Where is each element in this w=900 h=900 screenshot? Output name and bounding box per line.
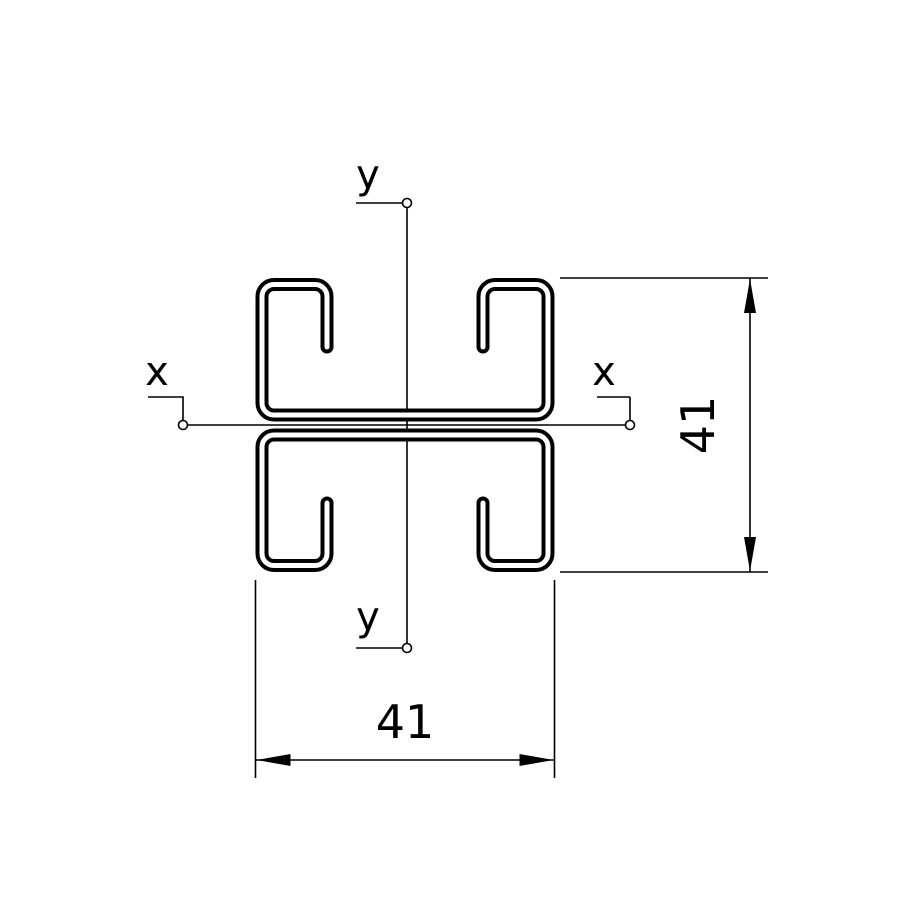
x-axis-right-label: x [592, 349, 616, 395]
width-arrow-left-icon [256, 754, 291, 766]
x-axis-right-marker [624, 419, 636, 431]
y-axis-bottom-marker [401, 642, 413, 654]
width-dimension: 41 [254, 580, 556, 778]
strut-channel-profile [255, 278, 555, 572]
height-dimension: 41 [560, 277, 768, 573]
height-arrow-up-icon [744, 279, 756, 313]
bottom-channel-core [259, 432, 551, 568]
y-axis-top-label: y [356, 152, 380, 198]
width-dimension-value: 41 [376, 695, 435, 749]
axes [148, 202, 631, 649]
y-axis-top-marker [401, 197, 413, 209]
x-axis-left-label: x [145, 349, 169, 395]
y-axis-bottom-label: y [356, 594, 380, 640]
bottom-channel-outline [255, 428, 555, 572]
x-axis-left-marker [177, 419, 189, 431]
axis-end-markers [177, 197, 636, 654]
top-channel-outline [255, 278, 555, 422]
height-arrow-down-icon [744, 537, 756, 571]
x-axis-left-leader [148, 396, 184, 420]
top-channel-core [259, 282, 551, 418]
x-axis-right-leader [597, 396, 631, 420]
width-arrow-right-icon [519, 754, 554, 766]
height-dimension-value: 41 [671, 396, 725, 455]
